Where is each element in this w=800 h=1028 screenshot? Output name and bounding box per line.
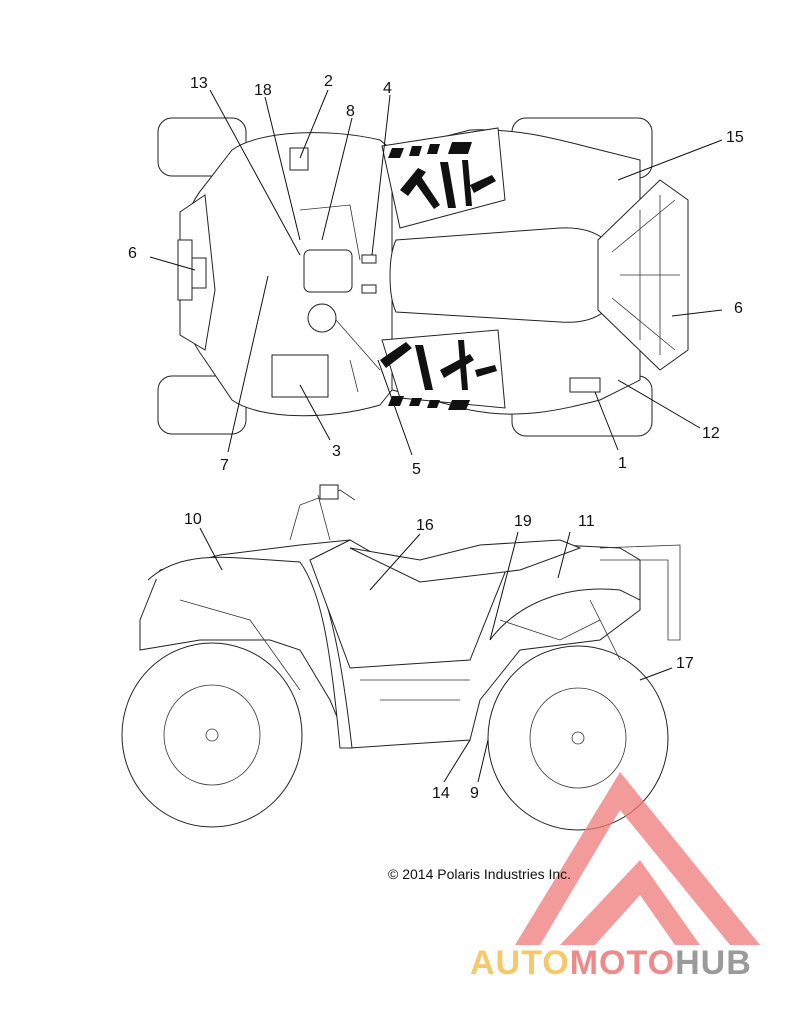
callout-6a: 6	[128, 245, 137, 262]
callout-8: 8	[346, 103, 355, 120]
callout-6b: 6	[734, 300, 743, 317]
side-view	[121, 484, 681, 831]
callout-9: 9	[470, 785, 479, 802]
callout-10: 10	[184, 511, 202, 528]
callout-13: 13	[190, 75, 208, 92]
copyright-notice: © 2014 Polaris Industries Inc.	[388, 866, 572, 882]
callout-labels: 13 18 2 8 4 15 6 6 7 3 5 1 12 10 16 19 1…	[128, 73, 744, 802]
callout-5: 5	[412, 461, 421, 478]
callout-11: 11	[578, 513, 595, 530]
callout-18: 18	[254, 82, 272, 99]
callout-16: 16	[416, 517, 434, 534]
callout-1: 1	[618, 455, 627, 472]
callout-12: 12	[702, 425, 720, 442]
callout-4: 4	[383, 80, 392, 97]
watermark-wordmark: AUTOMOTOHUB	[470, 944, 752, 983]
watermark-logo	[515, 772, 760, 945]
top-view	[157, 117, 689, 437]
watermark-auto: AUTO	[470, 944, 570, 982]
callout-3: 3	[332, 443, 341, 460]
callout-2: 2	[324, 73, 333, 90]
leader-lines	[149, 89, 723, 783]
callout-17: 17	[676, 655, 694, 672]
callout-14: 14	[432, 785, 450, 802]
watermark-hub: HUB	[675, 944, 752, 982]
watermark-moto: MOTO	[569, 944, 676, 982]
callout-7: 7	[220, 457, 229, 474]
callout-19: 19	[514, 513, 532, 530]
callout-15: 15	[726, 129, 744, 146]
